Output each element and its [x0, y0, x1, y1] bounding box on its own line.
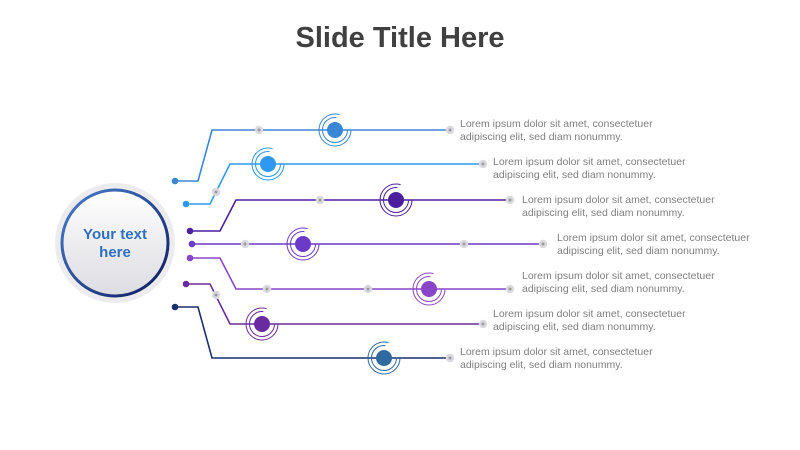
branch-4	[188, 227, 548, 261]
branch-6-description: Lorem ipsum dolor sit amet, consectetuer…	[493, 308, 686, 333]
hub-circle	[55, 183, 175, 303]
branch-2-description: Lorem ipsum dolor sit amet, consectetuer…	[493, 156, 686, 181]
branch-6-target	[254, 316, 270, 332]
branch-3-description: Lorem ipsum dolor sit amet, consectetuer…	[522, 194, 715, 219]
branch-7	[171, 303, 455, 375]
branch-3	[186, 183, 515, 235]
branch-5-target	[421, 281, 437, 297]
branch-7-description: Lorem ipsum dolor sit amet, consectetuer…	[460, 346, 653, 371]
branch-5-description: Lorem ipsum dolor sit amet, consectetuer…	[522, 270, 715, 295]
slide-title: Slide Title Here	[295, 22, 505, 54]
branch-1-description: Lorem ipsum dolor sit amet, consectetuer…	[460, 118, 653, 143]
branch-3-target	[388, 192, 404, 208]
branch-5	[186, 254, 515, 306]
branch-4-target	[295, 236, 311, 252]
branch-1	[171, 113, 455, 185]
branch-6	[182, 280, 488, 341]
branch-2	[182, 147, 488, 208]
branch-2-target	[260, 156, 276, 172]
branch-7-target	[376, 350, 392, 366]
hub-text: Your text here	[83, 226, 147, 261]
branch-1-target	[327, 122, 343, 138]
branch-4-description: Lorem ipsum dolor sit amet, consectetuer…	[557, 232, 750, 257]
